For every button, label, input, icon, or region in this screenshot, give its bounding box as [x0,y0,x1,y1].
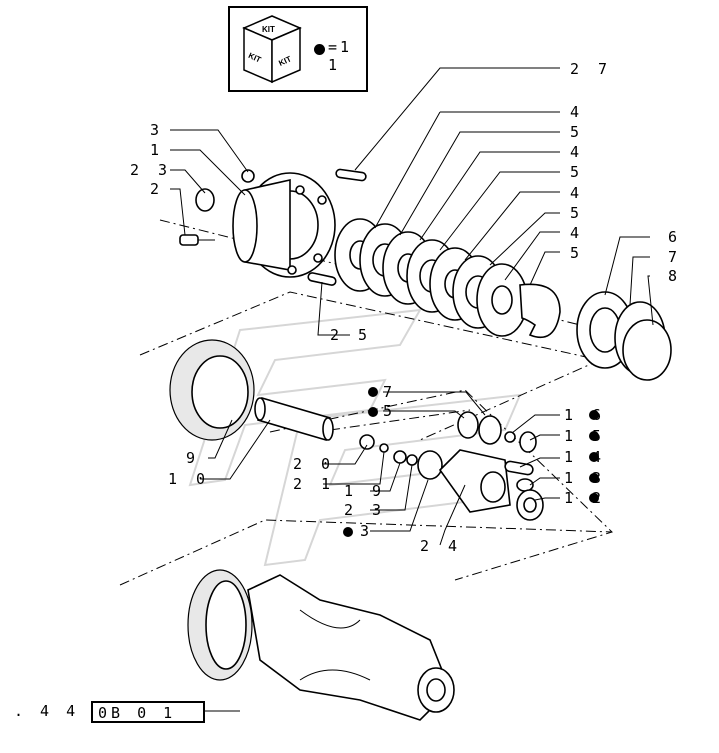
part-8-seal [622,319,672,381]
reference-code-box: 0B 0 1 [91,701,205,723]
kit-legend: KIT KIT KIT =1 1 [228,6,368,92]
callout-23: 2 3 [344,501,386,519]
callout-27: 2 7 [570,60,612,78]
part-25-pin [307,272,337,286]
callout-23: 2 3 [130,161,172,179]
callout-6: 6 [668,228,682,246]
part-2-bolt [179,234,215,246]
part-7-needle-bearing [478,415,502,445]
part-23-ring [406,454,418,466]
callout-2: 2 [150,180,164,198]
part-3-nut [241,169,255,183]
leader-lines [170,67,654,712]
reference-prefix: . 4 4 . [14,702,106,720]
callout-21: 2 1 [293,475,335,493]
callout-7: 7 [383,383,397,401]
part-10-shaft [254,396,334,442]
callout-10: 1 0 [168,470,210,488]
part-16-washer [504,431,516,443]
callout-1: 1 [150,141,164,159]
part-21-nut [379,443,389,453]
part-1-hub-flange [232,172,336,278]
kit-cube-icon: KIT KIT KIT [242,15,302,84]
callout-5: 5 [570,244,584,262]
part-5-spacer [457,411,479,439]
callout-25: 2 5 [330,326,372,344]
callout-4: 4 [570,184,584,202]
callout-24: 2 4 [420,537,462,555]
callout-3: 3 [150,121,164,139]
callout-20: 2 0 [293,455,335,473]
callout-4: 4 [570,103,584,121]
callout-16: 1 6 [564,406,606,424]
callout-12: 1 2 [564,489,606,507]
callout-4: 4 [570,224,584,242]
part-19-washer [393,450,407,464]
callout-14: 1 4 [564,448,606,466]
part-27-pin [335,168,367,182]
callout-9: 9 [186,449,200,467]
callout-4: 4 [570,143,584,161]
callout-3: 3 [360,522,374,540]
callout-5: 5 [570,123,584,141]
part-12-gear [516,489,544,521]
callout-8: 8 [668,267,682,285]
callout-5: 5 [383,402,397,420]
kit-dot-icon [314,44,325,55]
part-15-ring [519,431,537,453]
axle-housing [187,569,455,721]
kit-marker-dots [343,387,599,537]
kit-cube-top-label: KIT [262,25,275,34]
part-23-o-ring [195,188,215,212]
callout-labels: 3 1 2 3 2 2 7 4 5 4 5 4 5 4 5 6 7 8 2 5 … [130,60,682,555]
callout-5: 5 [570,204,584,222]
part-9-seal-ring [169,339,255,441]
reference-code: 0B 0 1 [98,704,177,722]
callout-19: 1 9 [344,482,386,500]
brake-disc-stack [334,218,561,339]
part-20-washer [359,434,375,450]
kit-quantity: =1 1 [328,38,353,74]
callout-15: 1 5 [564,427,606,445]
callout-13: 1 3 [564,469,606,487]
part-3-o-ring [417,450,443,480]
callout-7: 7 [668,248,682,266]
callout-5: 5 [570,163,584,181]
part-24-carrier [438,449,511,513]
